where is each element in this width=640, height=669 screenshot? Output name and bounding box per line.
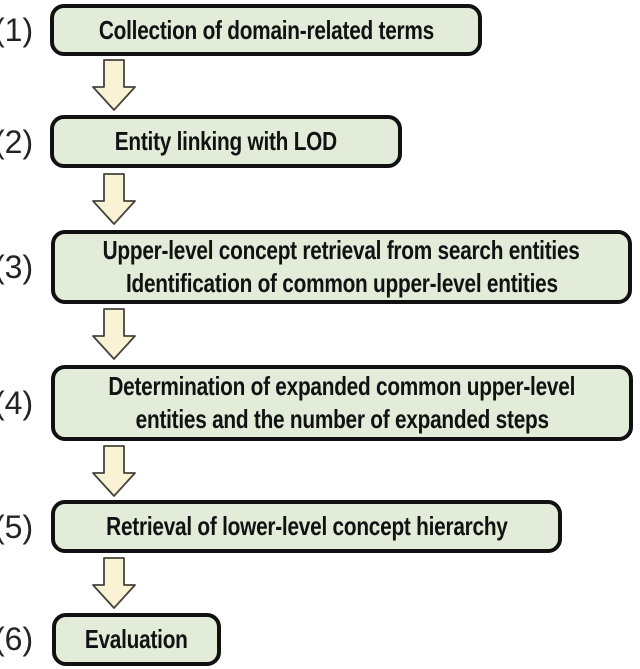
step-5-text: Retrieval of lower-level concept hierarc… (105, 511, 508, 541)
step-5-box: Retrieval of lower-level concept hierarc… (51, 500, 562, 553)
step-6-number: (6) (0, 621, 34, 657)
down-arrow-icon (92, 59, 136, 111)
step-6-box: Evaluation (52, 613, 221, 666)
step-1-box: Collection of domain-related terms (50, 4, 482, 56)
step-1-number: (1) (0, 12, 34, 48)
step-4-box: Determination of expanded common upper-l… (51, 365, 633, 441)
step-2-box: Entity linking with LOD (50, 115, 402, 168)
step-3-box: Upper-level concept retrieval from searc… (51, 230, 632, 304)
step-4-number: (4) (0, 385, 34, 421)
down-arrow-icon (92, 557, 136, 609)
down-arrow-icon (92, 173, 136, 225)
step-3-text-line-1: Upper-level concept retrieval from searc… (103, 235, 581, 265)
down-arrow-icon (92, 445, 136, 497)
down-arrow-icon (92, 308, 136, 360)
step-2-number: (2) (0, 124, 34, 160)
step-6-text: Evaluation (85, 624, 188, 654)
step-3-text-line-2: Identification of common upper-level ent… (125, 268, 558, 298)
step-1-text: Collection of domain-related terms (98, 14, 434, 45)
step-4-text-line-1: Determination of expanded common upper-l… (108, 371, 576, 401)
step-5-number: (5) (0, 509, 34, 545)
step-4-text-line-2: entities and the number of expanded step… (135, 404, 549, 434)
step-2-text: Entity linking with LOD (114, 126, 338, 156)
step-3-number: (3) (0, 249, 34, 285)
